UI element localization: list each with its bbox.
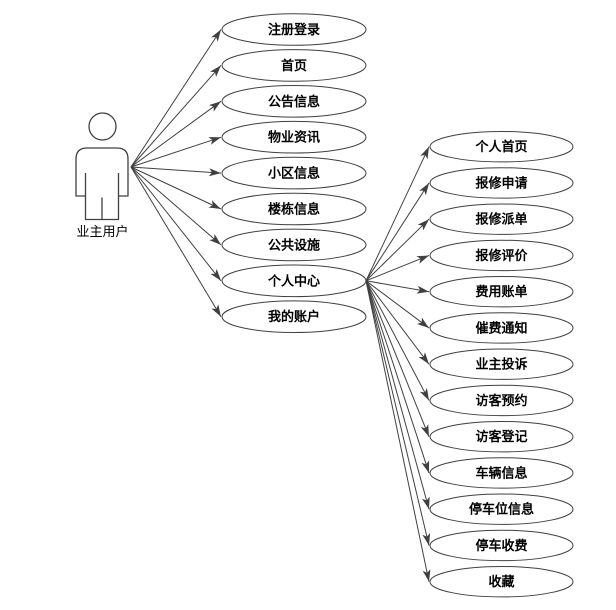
use-case-label: 个人首页 [474, 139, 527, 154]
association-hub-to-usecase [365, 280, 431, 546]
use-case-label: 收藏 [488, 574, 514, 589]
association-hub-to-usecase [365, 254, 430, 282]
use-case-ellipse [429, 421, 574, 453]
use-case-primary-0: 注册登录 [221, 13, 367, 46]
association-actor-to-usecase [130, 166, 222, 317]
actor-body [75, 147, 129, 221]
use-case-ellipse [429, 348, 574, 380]
association-hub-to-usecase [365, 280, 431, 582]
association-actor-to-usecase [130, 166, 222, 246]
use-case-label: 楼栋信息 [268, 202, 320, 217]
use-case-primary-8: 我的账户 [221, 300, 367, 334]
association-hub-to-usecase [365, 280, 430, 401]
use-case-ellipse [221, 192, 367, 226]
use-case-label: 催费通知 [475, 320, 527, 335]
use-case-ellipse [221, 49, 367, 82]
use-case-ellipse [221, 85, 367, 118]
use-case-secondary-7: 访客预约 [429, 384, 574, 417]
association-actor-to-usecase [130, 166, 222, 177]
use-case-ellipse [221, 228, 367, 262]
use-case-ellipse [221, 156, 367, 190]
association-hub-to-usecase [365, 280, 430, 365]
use-case-ellipse [221, 13, 367, 46]
use-case-label: 访客预约 [475, 393, 527, 408]
association-hub-to-usecase [365, 280, 430, 329]
use-case-label: 小区信息 [268, 166, 320, 181]
use-case-primary-1: 首页 [221, 49, 367, 82]
use-case-ellipse [429, 131, 574, 163]
association-hub-to-usecase [365, 280, 430, 294]
use-case-secondary-5: 催费通知 [429, 312, 574, 344]
association-hub-to-usecase [365, 182, 430, 282]
use-case-secondary-11: 停车收费 [429, 529, 574, 562]
use-case-ellipse [429, 312, 574, 344]
use-case-secondary-6: 业主投诉 [429, 348, 574, 380]
use-case-ellipse [429, 566, 574, 598]
use-case-ellipse [429, 167, 574, 199]
use-case-primary-7: 个人中心 [221, 264, 367, 298]
association-hub-to-usecase [365, 218, 430, 282]
use-case-secondary-2: 报修派单 [429, 203, 574, 235]
use-case-ellipse [429, 276, 574, 308]
use-case-secondary-4: 费用账单 [429, 276, 574, 308]
association-actor-to-usecase [130, 136, 222, 168]
use-case-label: 报修评价 [475, 248, 528, 263]
use-case-label: 注册登录 [268, 22, 320, 37]
association-hub-to-usecase [365, 280, 430, 510]
use-case-label: 个人中心 [267, 273, 320, 288]
association-hub-to-usecase [365, 146, 430, 282]
use-case-secondary-12: 收藏 [429, 566, 574, 598]
use-case-ellipse [221, 120, 367, 154]
use-case-secondary-1: 报修申请 [429, 167, 574, 199]
use-case-label: 报修申请 [475, 175, 527, 190]
use-case-label: 车辆信息 [475, 465, 527, 480]
use-case-primary-2: 公告信息 [221, 85, 367, 118]
use-case-label: 我的账户 [268, 309, 320, 324]
use-case-ellipse [221, 264, 367, 298]
use-case-secondary-8: 访客登记 [429, 421, 574, 453]
use-case-ellipse [429, 203, 574, 235]
actor-label: 业主用户 [76, 224, 128, 239]
actor-limbs [84, 173, 120, 220]
association-actor-to-usecase [130, 166, 222, 210]
use-case-ellipse [221, 300, 367, 334]
use-case-label: 物业资讯 [268, 130, 320, 145]
use-case-ellipse [429, 239, 574, 272]
use-case-primary-6: 公共设施 [221, 228, 367, 262]
use-case-secondary-3: 报修评价 [429, 239, 574, 272]
use-case-label: 公告信息 [268, 94, 320, 109]
secondary-use-cases: 个人首页报修申请报修派单报修评价费用账单催费通知业主投诉访客预约访客登记车辆信息… [429, 131, 574, 598]
use-case-secondary-0: 个人首页 [429, 131, 574, 163]
use-case-label: 访客登记 [475, 429, 527, 444]
association-actor-to-usecase [130, 100, 222, 168]
use-case-primary-4: 小区信息 [221, 156, 367, 190]
use-case-label: 停车收费 [475, 538, 527, 553]
use-case-secondary-10: 停车位信息 [429, 493, 574, 525]
use-case-ellipse [429, 384, 574, 417]
use-case-label: 停车位信息 [469, 502, 534, 517]
use-case-ellipse [429, 493, 574, 525]
association-actor-to-usecase [130, 166, 222, 282]
association-hub-to-usecase [365, 280, 430, 474]
use-case-label: 费用账单 [475, 284, 527, 299]
use-case-label: 首页 [281, 58, 307, 73]
use-case-ellipse [429, 529, 574, 562]
use-case-label: 公共设施 [268, 237, 320, 252]
actor-head [88, 112, 117, 141]
use-case-label: 报修派单 [475, 212, 527, 227]
use-case-label: 业主投诉 [475, 357, 527, 372]
association-actor-to-usecase [130, 65, 222, 168]
actor-owner-user: 业主用户 [75, 112, 129, 239]
use-case-primary-3: 物业资讯 [221, 120, 367, 154]
association-actor-to-usecase [130, 29, 222, 168]
use-case-ellipse [429, 457, 574, 489]
association-hub-to-usecase [365, 280, 430, 437]
association-lines [130, 29, 431, 582]
use-case-primary-5: 楼栋信息 [221, 192, 367, 226]
use-case-secondary-9: 车辆信息 [429, 457, 574, 489]
